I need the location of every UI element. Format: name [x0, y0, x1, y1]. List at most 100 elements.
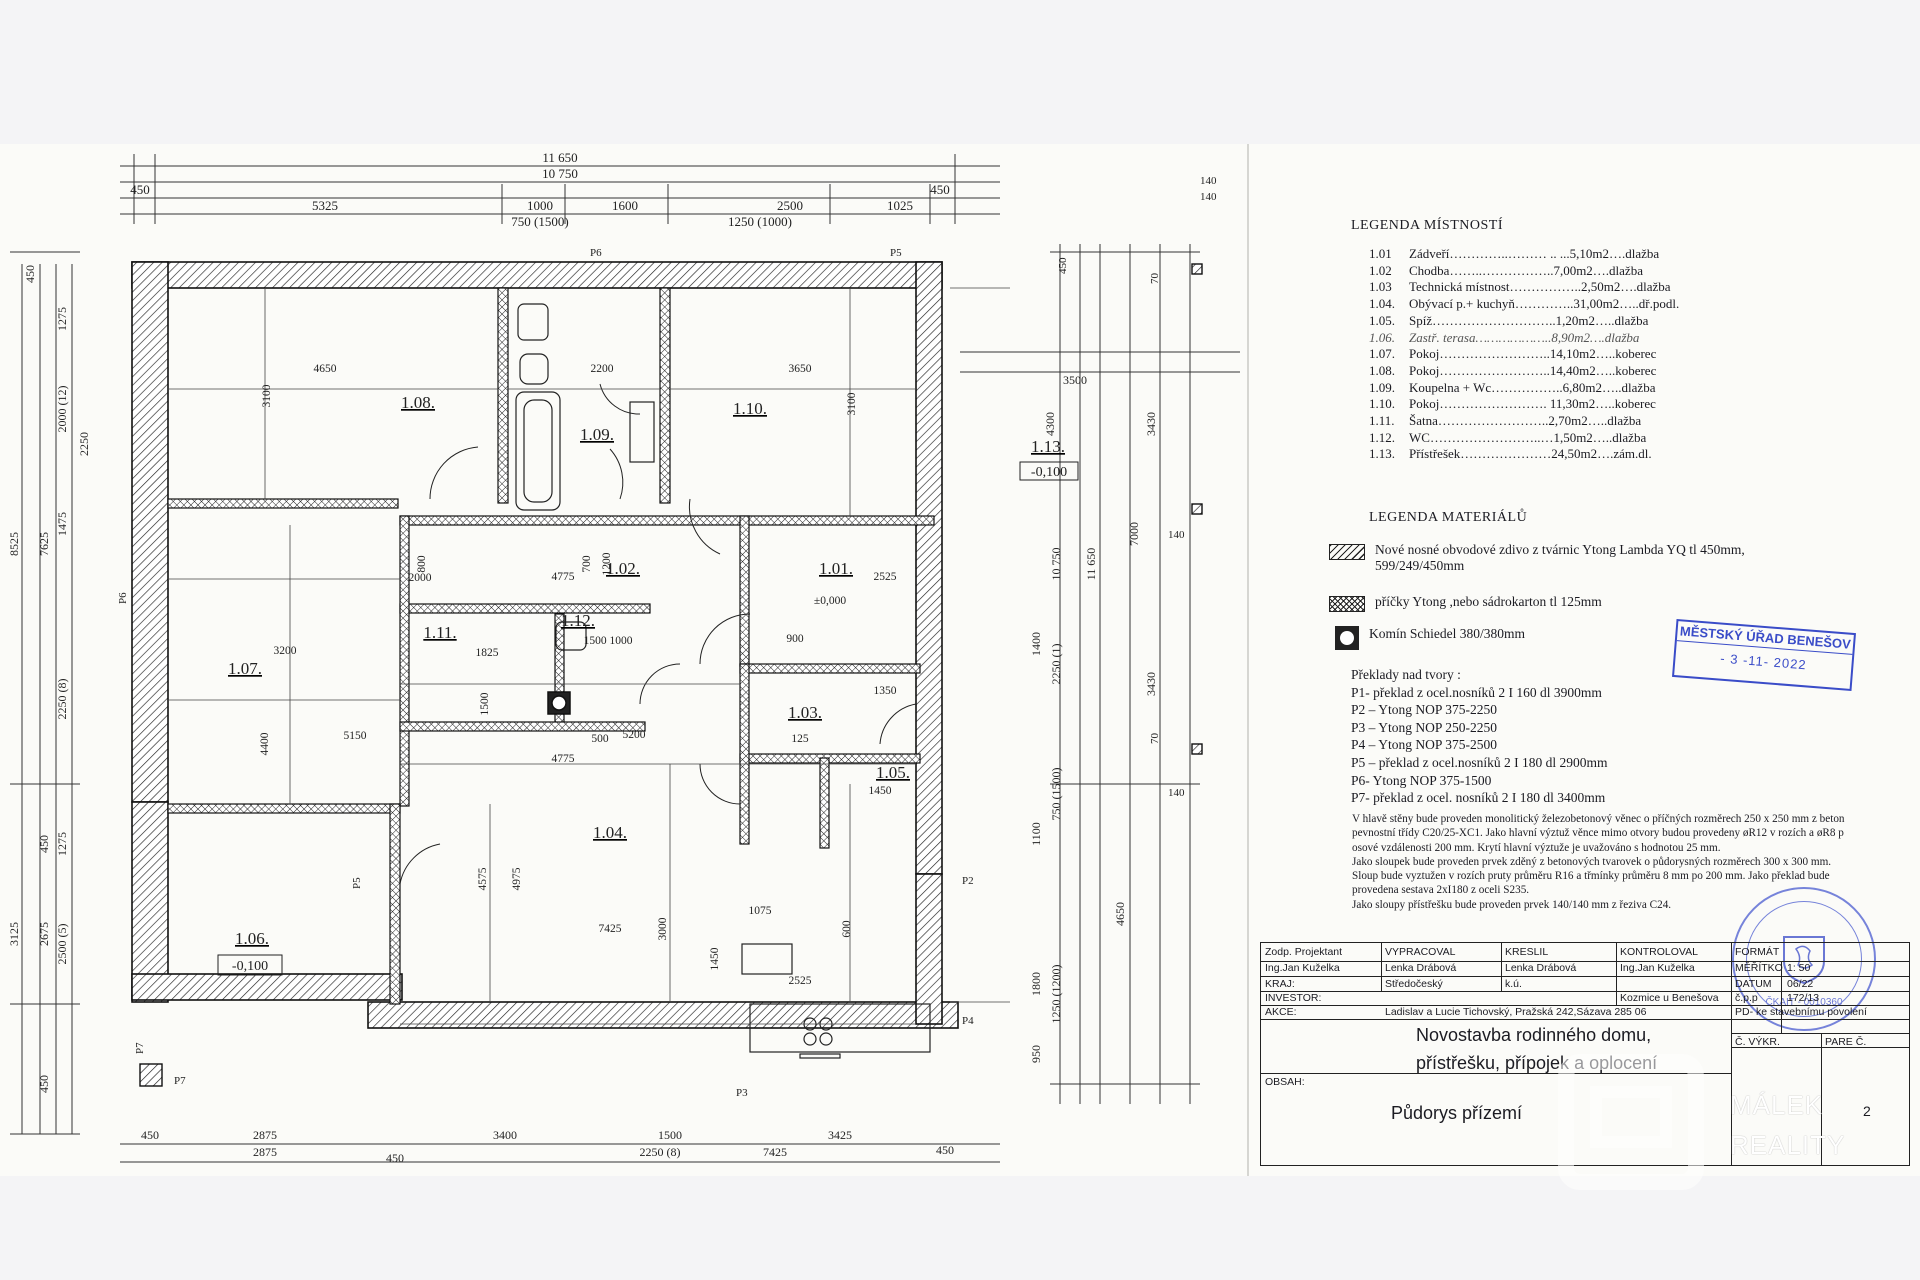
room-label: 1.06.	[235, 929, 269, 948]
lintel-mark: P6	[590, 247, 602, 259]
tb-kreslil: Lenka Drábová	[1505, 962, 1577, 974]
level-1-13: -0,100	[1031, 465, 1067, 480]
dimension-texts-top: 11 650 10 750 450 5325 1000 1600 2500 10…	[130, 150, 950, 229]
room-legend-item: 1.09.Koupelna + Wc……………..6,80m2…..dlažba	[1369, 380, 1769, 397]
room-desc: Pokoj……………………..14,40m2…..koberec	[1409, 362, 1657, 378]
dim-right: 4650	[1113, 902, 1127, 926]
dim-bottom: 7425	[763, 1145, 787, 1159]
tb-pd: PD- ke stavebnímu povolení	[1735, 1006, 1867, 1018]
dim-bottom: 450	[141, 1128, 159, 1142]
dim-bottom: 450	[386, 1151, 404, 1165]
engineer-seal: ČKAIT - 0010360	[1732, 887, 1876, 1031]
carport-posts	[139, 263, 1203, 1087]
tb-zodp-label: Zodp. Projektant	[1265, 946, 1343, 958]
drawing-sheet	[0, 144, 1920, 1176]
lintel-item: P7- překlad z ocel. nosníků 2 I 180 dl 3…	[1351, 790, 1606, 806]
dim-top: 450	[930, 182, 950, 197]
room-no: 1.03	[1369, 279, 1392, 295]
dim-inner: 4400	[259, 732, 271, 755]
dim-bottom: 1500	[658, 1128, 682, 1142]
lintel-markers: P6 P5 P6 P5 P4 P3 P7 P2 P7 140 140 140 1…	[117, 175, 1217, 1099]
dim-top: 1250 (1000)	[728, 214, 792, 229]
dim-left: 450	[23, 265, 37, 283]
dim-right: 950	[1029, 1045, 1043, 1063]
room-label: 1.10.	[733, 399, 767, 418]
dim-bottom: 2250 (8)	[640, 1145, 681, 1159]
tb-format-label: FORMÁT	[1735, 946, 1780, 958]
dim-inner: ±0,000	[814, 595, 846, 607]
dim-inner: 900	[786, 633, 804, 645]
dim-top: 2500	[777, 198, 803, 213]
note-line: V hlavě stěny bude proveden monolitický …	[1352, 813, 1845, 825]
dimension-texts-right: 4300 3430 3500 7000 10 750 11 650 1400 2…	[1029, 373, 1158, 1063]
post-size: 140	[1168, 529, 1185, 541]
post-size: 140	[1200, 191, 1217, 203]
room-label: 1.08.	[401, 393, 435, 412]
dim-left: 2000 (12)	[55, 386, 69, 433]
dim-left: 8525	[7, 532, 21, 556]
dim-left: 2500 (5)	[55, 924, 69, 965]
room-no: 1.09.	[1369, 379, 1395, 395]
room-label: 1.01.	[819, 559, 853, 578]
tb-obsah-label: OBSAH:	[1265, 1076, 1305, 1088]
room-label: 1.03.	[788, 703, 822, 722]
partition-crosshatch-icon	[1329, 596, 1365, 612]
material-chimney: Komín Schiedel 380/380mm	[1335, 624, 1525, 650]
dim-inner: 4650	[314, 363, 337, 375]
room-legend-item: 1.04.Obývací p.+ kuchyň…………..31,00m2…..d…	[1369, 296, 1769, 313]
dim-left: 2250 (8)	[55, 679, 69, 720]
material-wall-text: Nové nosné obvodové zdivo z tvárnic Yton…	[1375, 542, 1745, 573]
dim-right: 7000	[1127, 522, 1141, 546]
material-partition-text: příčky Ytong ,nebo sádrokarton tl 125mm	[1375, 594, 1602, 609]
dim-right: 1800	[1029, 972, 1043, 996]
dimension-ticks	[10, 154, 1200, 1135]
dim-right: 2250 (1)	[1049, 644, 1063, 685]
room-label: 1.02.	[606, 559, 640, 578]
tb-kraj-label: KRAJ:	[1265, 978, 1295, 990]
room-desc: WC……………………..…1,50m2…..dlažba	[1409, 429, 1647, 445]
lintel-mark: P6	[117, 592, 129, 604]
tb-zodp: Ing.Jan Kuželka	[1265, 962, 1340, 974]
room-label: 1.12.	[561, 611, 595, 630]
floor-plan: 11 650 10 750 450 5325 1000 1600 2500 10…	[7, 150, 1240, 1165]
note-line: Jako sloupy přístřešku bude proveden prv…	[1352, 898, 1672, 911]
structural-notes: V hlavě stěny bude proveden monolitický …	[1352, 812, 1912, 912]
note-line: Jako sloupek bude proveden prvek zděný z…	[1352, 855, 1832, 868]
door-swings	[399, 383, 917, 885]
room-no: 1.02	[1369, 262, 1392, 278]
dimension-texts-bottom: 450 2875 3400 3425 450 1500 2250 (8) 742…	[141, 1128, 954, 1165]
lintel-item: P4 – Ytong NOP 375-2500	[1351, 737, 1498, 753]
dim-inner: 3100	[261, 384, 273, 407]
dim-inner: 2000	[409, 572, 432, 584]
dim-top: 10 750	[542, 166, 578, 181]
tb-kreslil-label: KRESLIL	[1505, 946, 1549, 958]
room-legend-item: 1.08.Pokoj……………………..14,40m2…..koberec	[1369, 363, 1769, 380]
room-legend-item: 1.11.Šatna……………………..2,70m2…..dlažba	[1369, 413, 1769, 430]
chimney-icon	[1335, 626, 1359, 650]
tb-cpp: 172/13	[1787, 992, 1820, 1004]
tb-kontroloval-label: KONTROLOVAL	[1620, 946, 1698, 958]
tb-vypracoval-label: VYPRACOVAL	[1385, 946, 1456, 958]
tb-investor: Ladislav a Lucie Tichovský, Pražská 242,…	[1385, 1006, 1647, 1018]
lintel-item: P5 – překlad z ocel.nosníků 2 I 180 dl 2…	[1351, 754, 1608, 770]
tb-akce-line1: Novostavba rodinného domu,	[1416, 1025, 1652, 1045]
dim-inner: 5200	[623, 729, 646, 741]
post-size: 70	[1149, 733, 1161, 745]
tb-cpp-label: č.p.p	[1735, 992, 1758, 1004]
dim-inner: 3000	[657, 917, 669, 940]
dim-inner: 2525	[874, 571, 897, 583]
dim-top: 1600	[612, 198, 638, 213]
note-line: pevnostní třídy C20/25-XC1. Jako hlavní …	[1352, 827, 1844, 840]
room-desc: Pokoj……………………..14,10m2…..koberec	[1409, 346, 1657, 362]
tb-parec-label: PARE Č.	[1825, 1036, 1867, 1048]
room-label: 1.07.	[228, 659, 262, 678]
room-label: 1.05.	[876, 763, 910, 782]
dim-inner: 1200	[601, 552, 613, 575]
tb-meritko: 1: 50	[1787, 962, 1811, 974]
room-desc: Technická místnost……………..2,50m2….dlažba	[1409, 279, 1671, 295]
lintel-item: P2 – Ytong NOP 375-2250	[1351, 702, 1498, 718]
dim-top: 750 (1500)	[511, 214, 568, 229]
room-legend-item: 1.12.WC……………………..…1,50m2…..dlažba	[1369, 430, 1769, 447]
outer-walls	[131, 261, 959, 1029]
